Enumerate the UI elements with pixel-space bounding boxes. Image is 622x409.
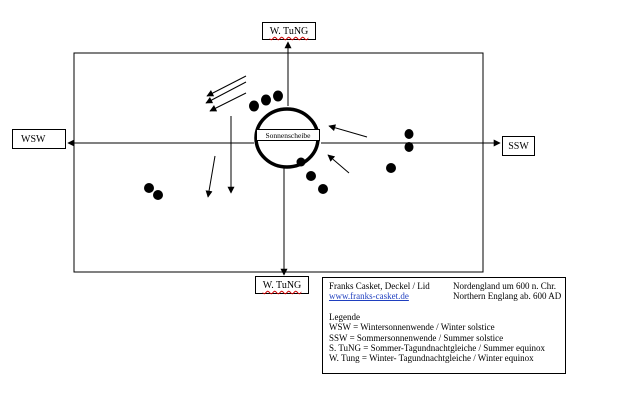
dot [273, 90, 283, 102]
label-text: W. TuNG [262, 280, 302, 291]
label-text: W. TuNG [269, 26, 309, 37]
legend-entry-wtung: W. Tung = Winter- Tagundnachtgleiche / W… [329, 353, 534, 364]
legend-entry-stung: S. TuNG = Sommer-Tagundnachtgleiche / Su… [329, 343, 545, 354]
dot [261, 94, 271, 106]
dot [153, 190, 163, 200]
legend-title-right: Nordengland um 600 n. Chr. [453, 281, 556, 291]
ray-arrow [205, 81, 247, 104]
legend-box: Franks Casket, Deckel / Lid Nordengland … [322, 277, 566, 374]
legend-entry-wsw: WSW = Wintersonnenwende / Winter solstic… [329, 322, 495, 333]
legend-title: Franks Casket, Deckel / Lid [329, 281, 430, 291]
ray-arrow [328, 124, 368, 138]
label-winter-equinox-top: W. TuNG [262, 22, 316, 40]
dot [404, 142, 414, 152]
dots [144, 90, 414, 200]
lid-frame [73, 52, 484, 273]
legend-subtitle-row: www.franks-casket.de Northern Englang ab… [329, 291, 562, 302]
dot [249, 100, 259, 112]
legend-entry-ssw: SSW = Sommersonnenwende / Summer solstic… [329, 332, 504, 343]
sun-disk-label: Sonnenscheibe [256, 129, 320, 141]
dot [306, 171, 316, 181]
ray-arrow [209, 92, 247, 112]
label-winter-equinox-bottom: W. TuNG [255, 276, 309, 294]
dot [296, 157, 306, 167]
dot [386, 163, 396, 173]
ray-arrow [206, 75, 247, 97]
ray-arrow [327, 154, 350, 174]
ray-arrow [205, 155, 216, 198]
dot [144, 183, 154, 193]
legend-subtitle-right: Northern Englang ab. 600 AD [453, 291, 562, 302]
dot [318, 184, 328, 194]
website-link[interactable]: www.franks-casket.de [329, 291, 409, 302]
dot [404, 129, 414, 139]
legend-title-row: Franks Casket, Deckel / Lid Nordengland … [329, 281, 559, 291]
label-summer-solstice: SSW [502, 136, 535, 156]
label-winter-solstice: WSW [12, 129, 66, 149]
legend-heading: Legende [329, 311, 360, 322]
